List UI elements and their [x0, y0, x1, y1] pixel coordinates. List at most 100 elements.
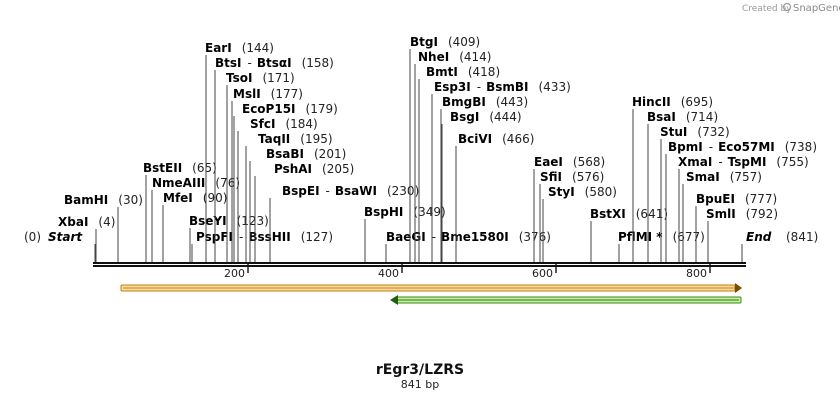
site-position: (179) — [306, 102, 338, 116]
site-label[interactable]: BsaBI (201) — [266, 147, 346, 161]
site-label[interactable]: XmaI-TspMI(755) — [678, 155, 809, 169]
feature-forward[interactable] — [120, 283, 742, 293]
enzyme-name[interactable]: SmaI — [686, 170, 720, 184]
enzyme-name[interactable]: BsaI — [647, 110, 676, 124]
site-label[interactable]: BpmI-Eco57MI(738) — [668, 140, 817, 154]
site-label[interactable]: EaeI(568) — [534, 155, 605, 169]
enzyme-name[interactable]: BspEI — [282, 184, 320, 198]
site-label[interactable]: BtsI-BtsαI(158) — [215, 56, 334, 70]
site-label[interactable]: Esp3I-BsmBI(433) — [434, 80, 571, 94]
enzyme-name[interactable]: TaqII — [258, 132, 290, 146]
enzyme-name[interactable]: BciVI — [458, 132, 492, 146]
site-label[interactable]: BspHI(349) — [364, 205, 446, 219]
site-label[interactable]: BmtI(418) — [426, 65, 500, 79]
enzyme-name[interactable]: Esp3I — [434, 80, 471, 94]
enzyme-name[interactable]: PspFI — [196, 230, 233, 244]
site-label[interactable]: NheI(414) — [418, 50, 491, 64]
sequence-name: rEgr3/LZRS — [376, 362, 464, 378]
enzyme-name[interactable]: MslI — [233, 87, 261, 101]
site-label[interactable]: BaeGI-Bme1580I(376) — [386, 230, 551, 244]
restriction-sites: XbaI(4)BamHI(30)BstEII(65)NmeAIII(76)Mfe… — [58, 35, 817, 262]
site-label[interactable]: BmgBI (443) — [442, 95, 528, 109]
end-position: (841) — [786, 230, 818, 244]
enzyme-name[interactable]: TsoI — [226, 71, 252, 85]
enzyme-name[interactable]: BseYI — [189, 214, 227, 228]
enzyme-name[interactable]: NheI — [418, 50, 449, 64]
enzyme-name[interactable]: BstEII — [143, 161, 182, 175]
site-label[interactable]: BamHI(30) — [64, 193, 143, 207]
site-label[interactable]: SmlI(792) — [706, 207, 778, 221]
site-label[interactable]: SfiI(576) — [540, 170, 604, 184]
enzyme-name[interactable]: PshAI — [274, 162, 312, 176]
enzyme-name[interactable]: BmgBI — [442, 95, 486, 109]
enzyme-name[interactable]: XmaI — [678, 155, 712, 169]
start-label: Start — [48, 230, 83, 244]
enzyme-name[interactable]: BaeGI — [386, 230, 426, 244]
site-label[interactable]: BspEI-BsaWI(230) — [282, 184, 419, 198]
site-position: (580) — [585, 185, 617, 199]
site-label[interactable]: PshAI(205) — [274, 162, 354, 176]
enzyme-name[interactable]: StyI — [548, 185, 575, 199]
enzyme-separator: - — [248, 56, 252, 70]
enzyme-name[interactable]: BstXI — [590, 207, 626, 221]
site-label[interactable]: BtgI(409) — [410, 35, 480, 49]
site-label[interactable]: SmaI (757) — [686, 170, 762, 184]
enzyme-name[interactable]: BtsI — [215, 56, 242, 70]
site-label[interactable]: StuI(732) — [660, 125, 730, 139]
enzyme-name[interactable]: SmlI — [706, 207, 736, 221]
enzyme-name-alt[interactable]: BsaWI — [335, 184, 377, 198]
feature-reverse[interactable] — [390, 295, 742, 305]
enzyme-name[interactable]: EarI — [205, 41, 232, 55]
arrow-right-icon — [735, 283, 742, 293]
enzyme-name[interactable]: EcoP15I — [242, 102, 296, 116]
site-label[interactable]: BsgI(444) — [450, 110, 522, 124]
site-position: (443) — [496, 95, 528, 109]
site-position: (777) — [745, 192, 777, 206]
site-label[interactable]: BciVI(466) — [458, 132, 534, 146]
enzyme-name[interactable]: BamHI — [64, 193, 108, 207]
enzyme-name[interactable]: BpmI — [668, 140, 703, 154]
enzyme-name[interactable]: PflMI * — [618, 230, 663, 244]
site-position: (757) — [730, 170, 762, 184]
enzyme-name-alt[interactable]: TspMI — [728, 155, 767, 169]
enzyme-name-alt[interactable]: Bme1580I — [441, 230, 509, 244]
site-label[interactable]: TaqII(195) — [258, 132, 333, 146]
site-label[interactable]: StyI (580) — [548, 185, 617, 199]
site-label[interactable]: PspFI-BssHII(127) — [196, 230, 333, 244]
enzyme-name[interactable]: BpuEI — [696, 192, 735, 206]
site-label[interactable]: MslI(177) — [233, 87, 303, 101]
site-label[interactable]: BpuEI (777) — [696, 192, 777, 206]
enzyme-name[interactable]: BsgI — [450, 110, 479, 124]
enzyme-name-alt[interactable]: Eco57MI — [718, 140, 775, 154]
enzyme-name-alt[interactable]: BtsαI — [257, 56, 292, 70]
site-label[interactable]: MfeI(90) — [163, 191, 227, 205]
enzyme-name[interactable]: BtgI — [410, 35, 438, 49]
site-label[interactable]: XbaI(4) — [58, 215, 115, 229]
site-position: (433) — [539, 80, 571, 94]
site-label[interactable]: BsaI(714) — [647, 110, 718, 124]
site-label[interactable]: BseYI(123) — [189, 214, 269, 228]
enzyme-name[interactable]: BmtI — [426, 65, 458, 79]
site-position: (127) — [301, 230, 333, 244]
site-label[interactable]: BstXI(641) — [590, 207, 668, 221]
enzyme-name[interactable]: HincII — [632, 95, 671, 109]
site-label[interactable]: TsoI(171) — [226, 71, 295, 85]
enzyme-name[interactable]: NmeAIII — [152, 176, 205, 190]
site-label[interactable]: PflMI *(677) — [618, 230, 705, 244]
enzyme-name[interactable]: SfiI — [540, 170, 562, 184]
site-label[interactable]: EcoP15I (179) — [242, 102, 338, 116]
enzyme-name[interactable]: BspHI — [364, 205, 403, 219]
site-position: (201) — [314, 147, 346, 161]
enzyme-name[interactable]: SfcI — [250, 117, 275, 131]
enzyme-name[interactable]: StuI — [660, 125, 687, 139]
enzyme-name[interactable]: EaeI — [534, 155, 563, 169]
site-label[interactable]: SfcI(184) — [250, 117, 318, 131]
enzyme-name-alt[interactable]: BsmBI — [486, 80, 528, 94]
site-label[interactable]: EarI(144) — [205, 41, 274, 55]
enzyme-name[interactable]: XbaI — [58, 215, 88, 229]
site-label[interactable]: BstEII(65) — [143, 161, 217, 175]
site-position: (695) — [681, 95, 713, 109]
enzyme-name[interactable]: MfeI — [163, 191, 193, 205]
site-label[interactable]: HincII (695) — [632, 95, 713, 109]
enzyme-name[interactable]: BsaBI — [266, 147, 304, 161]
